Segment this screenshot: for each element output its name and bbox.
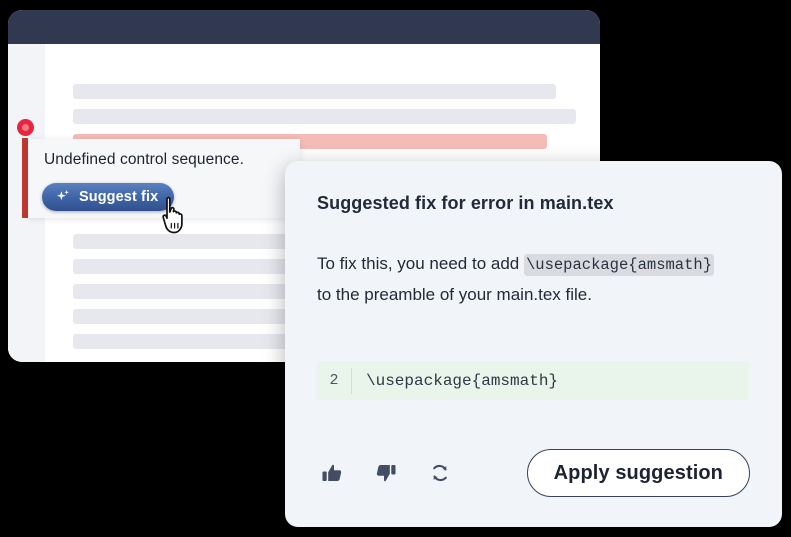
suggestion-panel: Suggested fix for error in main.tex To f… [285,161,782,527]
editor-title-bar [8,10,600,44]
suggest-fix-label: Suggest fix [79,189,159,205]
body-text-part-1: To fix this, you need to add [317,254,524,273]
code-line [73,284,308,299]
code-block-text: \usepackage{amsmath} [366,371,559,390]
code-line [73,109,576,124]
regenerate-icon [429,462,451,484]
thumbs-down-icon [375,462,397,484]
suggest-fix-button[interactable]: Suggest fix [42,183,175,211]
code-line [73,259,308,274]
thumbs-up-icon [321,462,343,484]
code-block: 2 \usepackage{amsmath} [317,361,749,400]
panel-actions: Apply suggestion [317,449,750,497]
error-tooltip: Undefined control sequence. Suggest fix [28,139,300,218]
sparkle-icon [55,189,71,205]
error-gutter-bar [22,138,28,218]
error-dot-icon[interactable] [17,119,34,136]
code-line [73,309,308,324]
regenerate-button[interactable] [425,458,455,488]
code-line-number: 2 [329,372,339,389]
panel-body-text: To fix this, you need to add \usepackage… [317,249,717,310]
inline-code-snippet: \usepackage{amsmath} [523,254,714,276]
code-line [73,234,308,249]
thumbs-up-button[interactable] [317,458,347,488]
editor-window [8,10,600,362]
code-gutter-divider [351,367,352,394]
thumbs-down-button[interactable] [371,458,401,488]
code-line [73,334,308,349]
apply-suggestion-button[interactable]: Apply suggestion [526,449,750,497]
panel-title: Suggested fix for error in main.tex [317,193,614,213]
code-line [73,84,556,99]
error-message: Undefined control sequence. [44,151,245,168]
body-text-part-2: to the preamble of your main.tex file. [317,285,592,304]
